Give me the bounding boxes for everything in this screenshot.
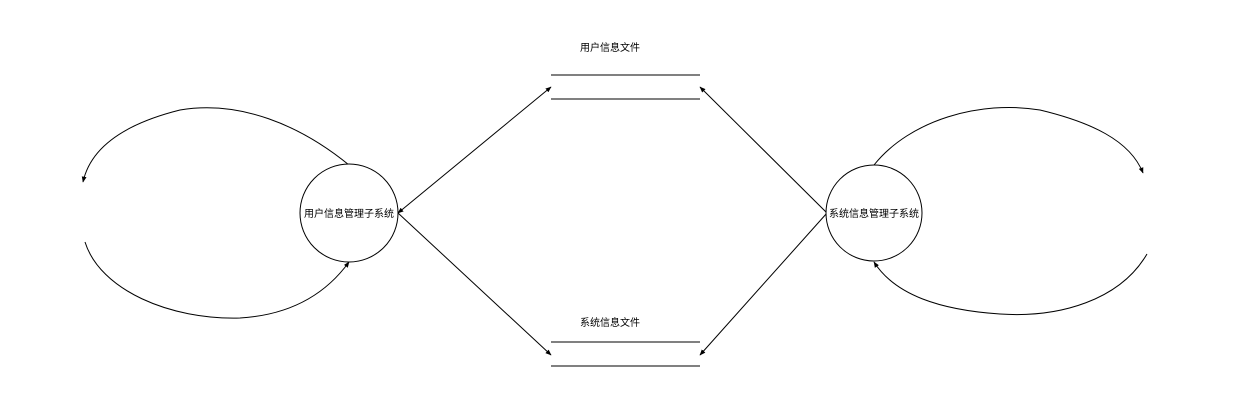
process-user-label: 用户信息管理子系统 <box>304 207 394 220</box>
flow-system-loop-out <box>873 107 1144 174</box>
flow-system-loop-in <box>873 253 1148 316</box>
process-system-info-management[interactable]: 系统信息管理子系统 <box>825 164 923 262</box>
process-system-circle <box>825 164 923 262</box>
store-system-file[interactable]: 系统信息文件 <box>551 316 700 367</box>
flow-system-to-system-file <box>699 212 828 356</box>
store-user-file-label: 用户信息文件 <box>580 41 640 54</box>
flow-user-to-user-file <box>397 86 552 214</box>
process-user-info-management[interactable]: 用户信息管理子系统 <box>299 163 399 263</box>
process-system-label: 系统信息管理子系统 <box>829 207 919 220</box>
flow-user-loop-out <box>81 107 350 183</box>
store-system-file-label: 系统信息文件 <box>580 316 640 329</box>
flow-user-file-to-system <box>699 86 828 214</box>
flow-user-loop-in <box>84 241 350 319</box>
store-user-file[interactable]: 用户信息文件 <box>551 41 700 100</box>
flow-user-to-system-file <box>397 212 552 356</box>
process-user-circle <box>299 163 399 263</box>
